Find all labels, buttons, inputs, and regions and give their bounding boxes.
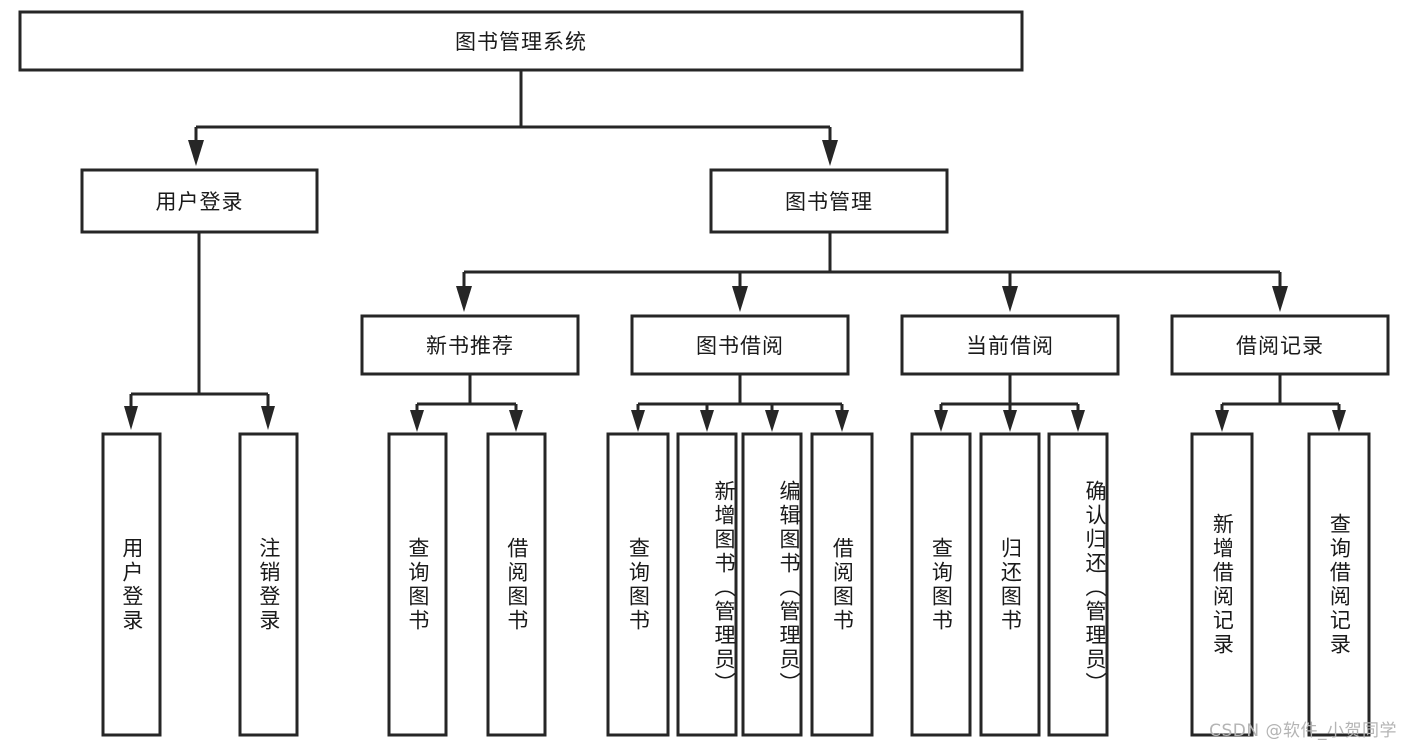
- arrow-bookmgmt-to-new: [456, 286, 472, 312]
- arrow-currentborrow-to-leaf1: [1003, 410, 1017, 432]
- arrow-bookborrow-to-leaf3: [835, 410, 849, 432]
- leaf-book-borrow-0-box[interactable]: [606, 432, 670, 737]
- node-book-borrow-box[interactable]: [630, 314, 850, 376]
- arrow-bookmgmt-to-borrow: [732, 286, 748, 312]
- leaf-current-borrow-1-box[interactable]: [979, 432, 1041, 737]
- arrow-borrowrecord-to-leaf0: [1215, 410, 1229, 432]
- connector-group-borrow-record: [1215, 374, 1346, 432]
- node-user-login-box[interactable]: [80, 168, 319, 234]
- leaf-book-borrow-3-box[interactable]: [810, 432, 874, 737]
- leaf-book-borrow-1-box[interactable]: [676, 432, 738, 737]
- arrow-borrowrecord-to-leaf1: [1332, 410, 1346, 432]
- leaf-user-login-1-box[interactable]: [238, 432, 299, 737]
- arrow-bookborrow-to-leaf0: [631, 410, 645, 432]
- connector-group-user-login: [124, 232, 275, 430]
- arrow-newbook-to-leaf1: [509, 410, 523, 432]
- leaf-book-borrow-2-box[interactable]: [741, 432, 803, 737]
- leaf-current-borrow-0-box[interactable]: [910, 432, 972, 737]
- arrow-bookborrow-to-leaf1: [700, 410, 714, 432]
- connector-group-current-borrow: [934, 374, 1085, 432]
- leaf-new-book-1-box[interactable]: [486, 432, 547, 737]
- connector-group-new-book: [410, 374, 523, 432]
- connector-group-book-mgmt: [456, 232, 1288, 312]
- node-borrow-record-box[interactable]: [1170, 314, 1390, 376]
- arrow-bookmgmt-to-current: [1002, 286, 1018, 312]
- node-current-borrow-box[interactable]: [900, 314, 1120, 376]
- arrow-currentborrow-to-leaf2: [1071, 410, 1085, 432]
- arrow-root-to-book-mgmt: [822, 140, 838, 166]
- node-root-box[interactable]: [18, 10, 1024, 72]
- arrow-userlogin-to-leaf1: [261, 406, 275, 430]
- arrow-userlogin-to-leaf0: [124, 406, 138, 430]
- connector-group-book-borrow: [631, 374, 849, 432]
- arrow-bookborrow-to-leaf2: [765, 410, 779, 432]
- arrow-root-to-user-login: [188, 140, 204, 166]
- arrow-currentborrow-to-leaf0: [934, 410, 948, 432]
- leaf-current-borrow-2-box[interactable]: [1047, 432, 1109, 737]
- connector-group-root: [188, 70, 838, 166]
- node-book-management-box[interactable]: [709, 168, 949, 234]
- leaf-user-login-0-box[interactable]: [101, 432, 162, 737]
- leaf-borrow-record-1-box[interactable]: [1307, 432, 1371, 737]
- leaf-borrow-record-0-box[interactable]: [1190, 432, 1254, 737]
- leaf-new-book-0-box[interactable]: [387, 432, 448, 737]
- node-new-book-recommend-box[interactable]: [360, 314, 580, 376]
- arrow-bookmgmt-to-record: [1272, 286, 1288, 312]
- arrow-newbook-to-leaf0: [410, 410, 424, 432]
